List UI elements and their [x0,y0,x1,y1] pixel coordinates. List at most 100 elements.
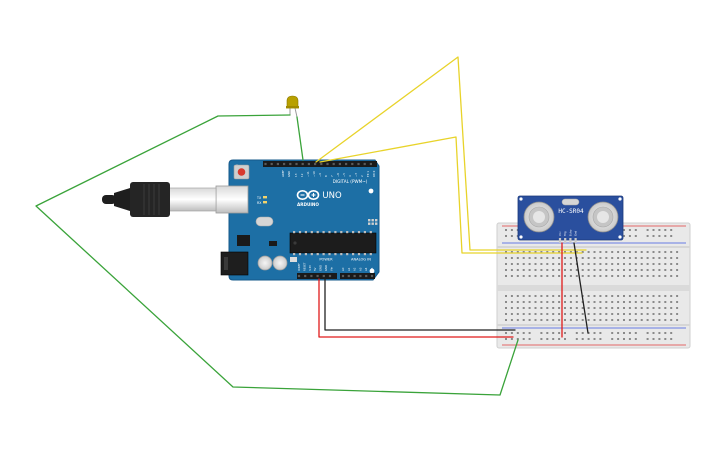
breadboard-hole[interactable] [599,275,602,277]
breadboard-hole[interactable] [564,275,566,277]
breadboard-hole[interactable] [628,269,631,271]
breadboard-hole[interactable] [516,275,519,277]
breadboard-hole[interactable] [599,257,602,259]
rail-hole[interactable] [505,229,507,231]
breadboard-hole[interactable] [510,275,513,277]
header-pin[interactable] [295,162,298,166]
breadboard-hole[interactable] [646,307,649,309]
rail-hole[interactable] [522,338,525,340]
breadboard-hole[interactable] [522,319,525,321]
breadboard-hole[interactable] [558,257,561,259]
breadboard-hole[interactable] [628,275,631,277]
breadboard-hole[interactable] [617,257,620,259]
breadboard-hole[interactable] [623,295,625,297]
rail-hole[interactable] [516,332,519,334]
breadboard-hole[interactable] [505,295,507,297]
rail-hole[interactable] [628,332,631,334]
breadboard-hole[interactable] [664,263,667,265]
breadboard-hole[interactable] [522,269,525,271]
breadboard-hole[interactable] [540,295,543,297]
breadboard-hole[interactable] [658,275,661,277]
breadboard-hole[interactable] [646,313,649,315]
breadboard-hole[interactable] [516,251,519,253]
breadboard-hole[interactable] [540,301,543,303]
breadboard-hole[interactable] [569,319,572,321]
breadboard-hole[interactable] [623,319,625,321]
breadboard-hole[interactable] [676,263,679,265]
breadboard-hole[interactable] [552,319,555,321]
breadboard-hole[interactable] [670,257,673,259]
wire-red-5v[interactable] [318,278,514,338]
rail-hole[interactable] [593,332,596,334]
rail-hole[interactable] [623,229,625,231]
breadboard-hole[interactable] [623,301,625,303]
breadboard-hole[interactable] [587,319,590,321]
breadboard-hole[interactable] [646,257,649,259]
rail-hole[interactable] [670,235,673,237]
breadboard-hole[interactable] [528,257,531,259]
breadboard-hole[interactable] [599,307,602,309]
header-pin[interactable] [357,162,360,166]
breadboard-hole[interactable] [546,319,549,321]
power-pin[interactable] [297,274,301,278]
breadboard-hole[interactable] [605,307,608,309]
breadboard-hole[interactable] [516,301,519,303]
breadboard-hole[interactable] [569,263,572,265]
header-pin[interactable] [301,162,304,166]
breadboard-hole[interactable] [534,269,537,271]
breadboard-hole[interactable] [623,313,625,315]
rail-hole[interactable] [664,332,667,334]
breadboard-hole[interactable] [658,313,661,315]
breadboard-hole[interactable] [516,269,519,271]
breadboard-hole[interactable] [516,307,519,309]
breadboard-hole[interactable] [569,251,572,253]
header-pin[interactable] [264,162,267,166]
breadboard-hole[interactable] [528,307,531,309]
breadboard-hole[interactable] [587,263,590,265]
breadboard-hole[interactable] [605,319,608,321]
breadboard-hole[interactable] [534,295,537,297]
breadboard-hole[interactable] [581,307,584,309]
rail-hole[interactable] [670,332,673,334]
breadboard-hole[interactable] [640,251,643,253]
breadboard-hole[interactable] [628,251,631,253]
breadboard-hole[interactable] [617,301,620,303]
breadboard-hole[interactable] [634,257,637,259]
breadboard-hole[interactable] [528,269,531,271]
breadboard-hole[interactable] [628,263,631,265]
rail-hole[interactable] [634,332,637,334]
sensor-pin[interactable] [558,238,562,243]
breadboard-hole[interactable] [658,301,661,303]
breadboard-hole[interactable] [676,275,679,277]
breadboard-hole[interactable] [510,307,513,309]
breadboard-hole[interactable] [528,251,531,253]
breadboard-hole[interactable] [617,313,620,315]
breadboard-hole[interactable] [611,263,614,265]
breadboard-hole[interactable] [569,295,572,297]
breadboard-hole[interactable] [670,313,673,315]
wire-green-led-to-breadboard[interactable] [35,114,519,396]
rail-hole[interactable] [581,338,584,340]
reset-button-cap[interactable] [237,168,246,176]
breadboard-hole[interactable] [522,251,525,253]
power-pin[interactable] [310,274,313,278]
breadboard-hole[interactable] [670,263,673,265]
breadboard-hole[interactable] [593,313,596,315]
rail-hole[interactable] [510,338,513,340]
analog-pin[interactable] [353,274,356,278]
breadboard-hole[interactable] [634,307,637,309]
breadboard-hole[interactable] [575,275,578,277]
breadboard-hole[interactable] [640,295,643,297]
breadboard-hole[interactable] [510,251,513,253]
rail-hole[interactable] [646,229,649,231]
breadboard-hole[interactable] [646,269,649,271]
breadboard-hole[interactable] [658,269,661,271]
breadboard-hole[interactable] [505,269,507,271]
rail-hole[interactable] [581,332,584,334]
breadboard-hole[interactable] [540,319,543,321]
breadboard-hole[interactable] [617,319,620,321]
breadboard-hole[interactable] [510,269,513,271]
breadboard-hole[interactable] [575,295,578,297]
breadboard-hole[interactable] [564,295,566,297]
breadboard-hole[interactable] [581,263,584,265]
